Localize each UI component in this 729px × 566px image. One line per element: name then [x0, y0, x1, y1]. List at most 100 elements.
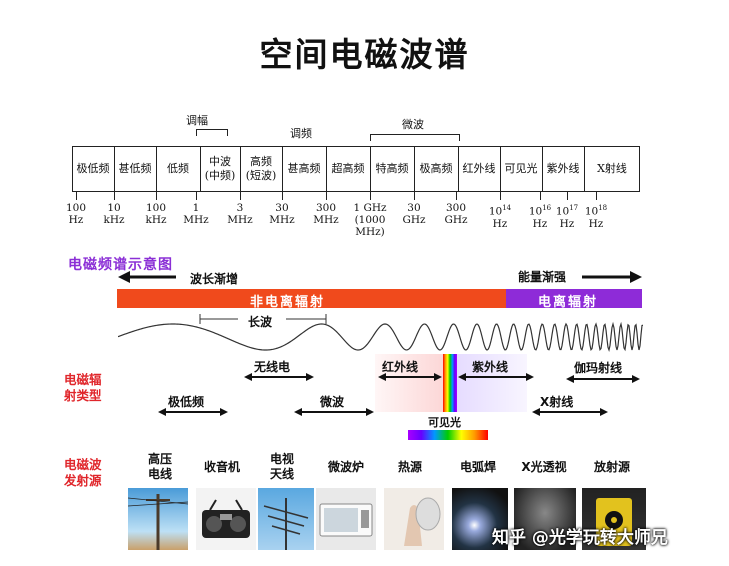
- band-divider: [542, 146, 543, 192]
- freq-exponent: 18: [598, 204, 608, 212]
- radiation-type-label: 电磁辐 射类型: [64, 372, 102, 403]
- freq-tick: [196, 192, 197, 200]
- freq-tick: [282, 192, 283, 200]
- freq-tick: [240, 192, 241, 200]
- band-cell: 甚低频: [118, 162, 152, 175]
- band-cell: 极高频: [419, 162, 453, 175]
- spectrum-section-title: 电磁频谱示意图: [68, 257, 173, 273]
- infrared-range-arrow: [378, 373, 442, 381]
- freq-unit: MHz: [269, 214, 295, 226]
- ultraviolet-range-arrow: [458, 373, 534, 381]
- freq-unit: Hz: [68, 214, 84, 226]
- freq-tick: [114, 192, 115, 200]
- am-bracket: [196, 129, 228, 136]
- freq-value: 1 GHz: [353, 202, 387, 214]
- source-label: 电视 天线: [269, 452, 294, 481]
- fm-label: 调频: [290, 127, 312, 140]
- freq-exponent: 17: [569, 204, 579, 212]
- freq-unit: MHz: [313, 214, 339, 226]
- band-cell: 紫外线: [546, 162, 580, 175]
- freq-value: 10: [555, 205, 570, 218]
- xray-photo: [514, 488, 576, 550]
- freq-exponent: 16: [542, 204, 552, 212]
- freq-tick: [156, 192, 157, 200]
- band-cell: 甚高频: [287, 162, 321, 175]
- wavelength-increase-label: 波长渐增: [190, 272, 239, 286]
- band-divider: [414, 146, 415, 192]
- left-arrow-icon: [118, 271, 176, 283]
- freq-unit: Hz: [492, 217, 508, 230]
- band-divider: [282, 146, 283, 192]
- elf-label: 极低频: [168, 395, 205, 409]
- radio-label: 无线电: [254, 360, 291, 374]
- freq-tick: [500, 192, 501, 200]
- visible-rainbow-bar: [408, 430, 488, 440]
- freq-unit: kHz: [145, 214, 167, 226]
- band-cell: 特高频: [375, 162, 409, 175]
- non-ionizing-label: 非电离辐射: [250, 295, 326, 310]
- freq-value: 100: [145, 202, 167, 214]
- band-divider: [114, 146, 115, 192]
- long-wave-label: 长波: [248, 315, 273, 329]
- band-divider: [240, 146, 241, 192]
- band-cell: 超高频: [331, 162, 365, 175]
- freq-tick: [540, 192, 541, 200]
- heat-source-photo: [384, 488, 444, 550]
- wave-diagram: [118, 321, 643, 352]
- band-divider: [458, 146, 459, 192]
- freq-tick: [326, 192, 327, 200]
- visible-spectrum-strip: [443, 354, 457, 412]
- right-arrow-icon: [582, 271, 642, 283]
- band-cell: 中波 (中频): [204, 155, 236, 182]
- freq-exponent: 14: [502, 204, 512, 212]
- freq-unit: MHz: [183, 214, 209, 226]
- infrared-label: 红外线: [382, 360, 419, 374]
- freq-tick: [370, 192, 371, 200]
- freq-unit: Hz: [532, 217, 548, 230]
- microwave-bracket: [370, 134, 460, 141]
- ionizing-bar: [506, 289, 642, 308]
- source-label: 收音机: [203, 460, 240, 474]
- freq-value: 100: [65, 202, 87, 214]
- source-label: 电弧焊: [459, 460, 496, 474]
- band-divider: [200, 146, 201, 192]
- arc-welding-photo: [452, 488, 508, 550]
- source-label: 微波炉: [327, 460, 364, 474]
- freq-tick: [596, 192, 597, 200]
- freq-value: 1: [192, 202, 200, 214]
- ionizing-label: 电离辐射: [538, 295, 599, 310]
- freq-value: 10: [528, 205, 543, 218]
- power-line-photo: [128, 488, 188, 550]
- freq-value: 10: [107, 202, 121, 214]
- freq-unit: Hz: [559, 217, 575, 230]
- band-cell: 红外线: [462, 162, 496, 175]
- freq-unit: (1000 MHz): [354, 214, 386, 238]
- freq-value: 300: [315, 202, 337, 214]
- freq-unit: Hz: [588, 217, 604, 230]
- freq-unit: GHz: [402, 214, 426, 226]
- tv-antenna-photo: [258, 488, 314, 550]
- freq-tick: [456, 192, 457, 200]
- freq-tick: [567, 192, 568, 200]
- gamma-label: 伽玛射线: [574, 361, 623, 375]
- band-divider: [500, 146, 501, 192]
- ultraviolet-label: 紫外线: [472, 360, 509, 374]
- freq-value: 300: [445, 202, 467, 214]
- em-wave-line: [118, 321, 643, 352]
- microwave-label: 微波: [320, 395, 345, 409]
- band-divider: [584, 146, 585, 192]
- elf-range-arrow: [158, 408, 228, 416]
- band-cell: 可见光: [504, 162, 538, 175]
- frequency-band-box: [72, 146, 640, 192]
- freq-value: 10: [584, 205, 599, 218]
